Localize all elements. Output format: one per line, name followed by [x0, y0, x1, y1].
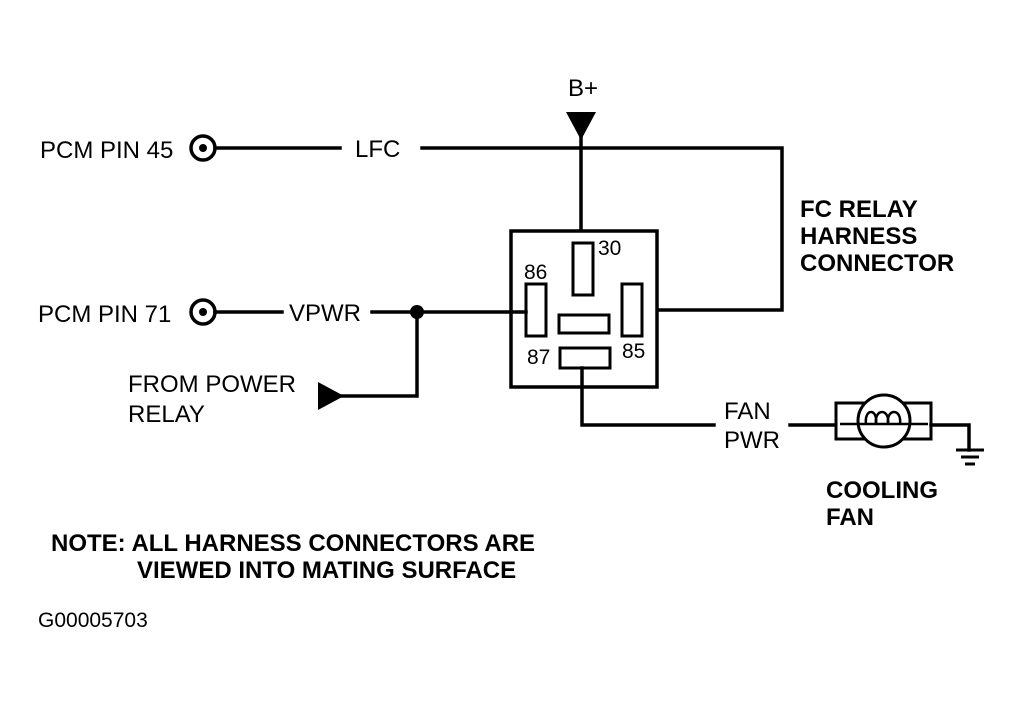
pin-87-label: 87: [527, 346, 550, 369]
fan-pwr-label-line2: PWR: [724, 427, 780, 454]
relay-title-line3: CONNECTOR: [800, 250, 954, 277]
pin-30-label: 30: [598, 237, 621, 260]
cooling-fan-motor-icon: [834, 393, 933, 449]
relay-title-line2: HARNESS: [800, 223, 917, 250]
cooling-fan-label-line1: COOLING: [826, 477, 938, 504]
pcm-pin-71-label: PCM PIN 71: [38, 301, 171, 328]
note-line1: NOTE: ALL HARNESS CONNECTORS ARE: [51, 530, 535, 557]
lfc-wire-right: [420, 146, 784, 312]
b-plus-label: B+: [568, 75, 598, 102]
cooling-fan-label-line2: FAN: [826, 504, 874, 531]
pin-87-terminal: [558, 346, 612, 370]
vpwr-label: VPWR: [289, 300, 361, 327]
pcm-pin-71-terminal-icon: [189, 298, 217, 326]
pcm-pin-45-terminal-icon: [189, 134, 217, 162]
pin-85-label: 85: [622, 340, 645, 363]
from-power-label-line1: FROM POWER: [128, 371, 296, 398]
lfc-label: LFC: [355, 136, 400, 163]
power-relay-arrow-icon: [318, 382, 344, 410]
ground-icon: [956, 448, 984, 466]
pin-85-terminal: [620, 282, 644, 338]
relay-title-line1: FC RELAY: [800, 196, 918, 223]
note-line2: VIEWED INTO MATING SURFACE: [137, 557, 516, 584]
pin-86-label: 86: [524, 261, 547, 284]
figure-id: G00005703: [38, 609, 148, 632]
ground-wire: [929, 423, 971, 452]
pin-30-terminal: [571, 241, 595, 297]
fan-pwr-label-line1: FAN: [724, 398, 771, 425]
b-plus-arrow-icon: [566, 112, 596, 140]
pcm-pin-45-label: PCM PIN 45: [40, 137, 173, 164]
power-relay-wire: [338, 310, 419, 398]
from-power-label-line2: RELAY: [128, 401, 205, 428]
fan-pwr-wire-left: [580, 366, 716, 427]
center-terminal: [557, 313, 611, 335]
pin-86-terminal: [524, 282, 548, 338]
